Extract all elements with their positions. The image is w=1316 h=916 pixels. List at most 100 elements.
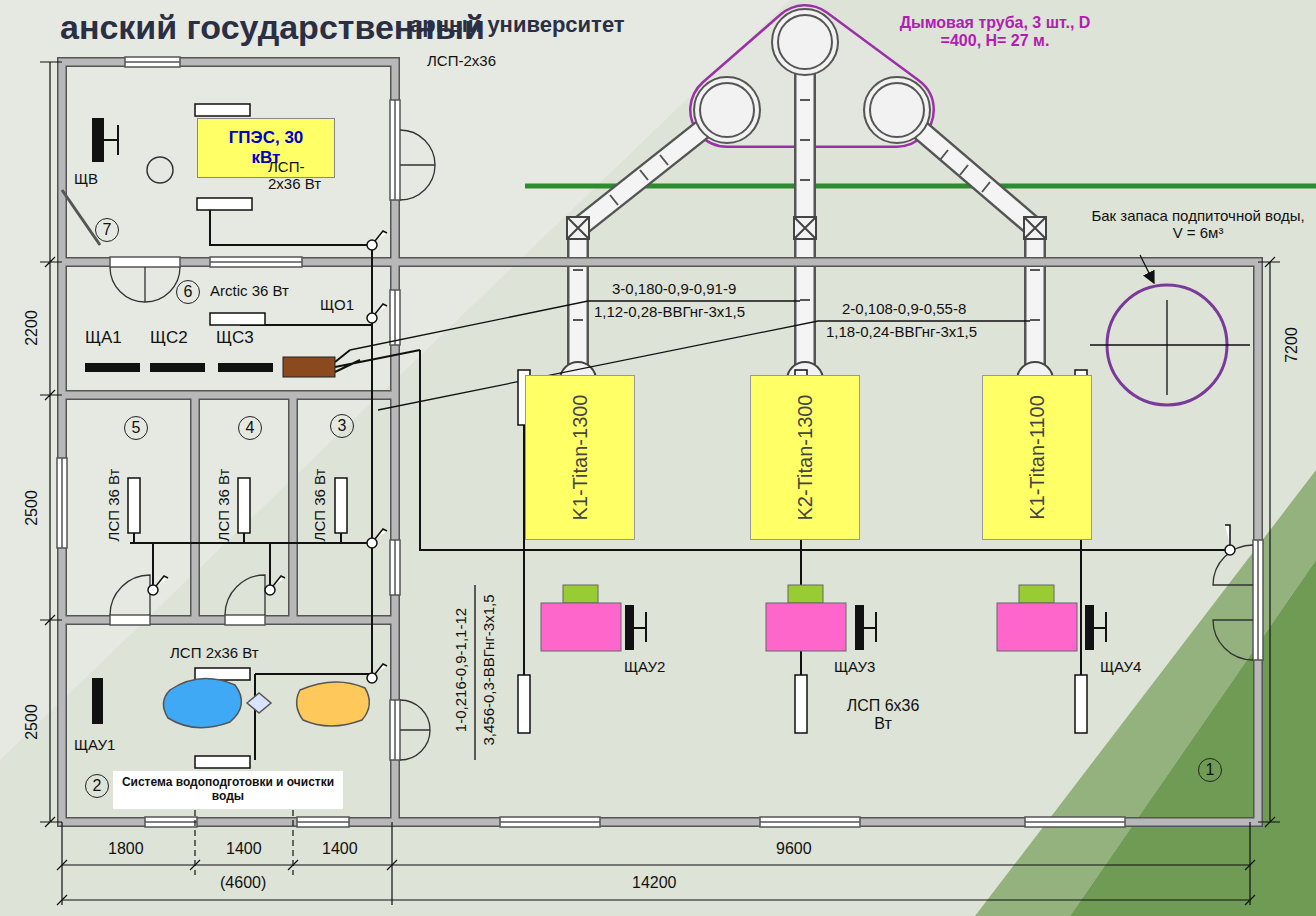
lamp <box>795 675 807 733</box>
callout-number: 6 <box>176 280 200 304</box>
switch-symbol <box>375 664 387 674</box>
dimension-line <box>40 62 1280 905</box>
switchboard <box>147 157 173 183</box>
damper <box>567 217 589 239</box>
plan-label: ЩО1 <box>320 296 354 313</box>
plan-label: 1-0,216-0,9-1,1-12 <box>452 608 469 732</box>
dimension-label: (4600) <box>220 874 266 892</box>
callout-number: 4 <box>238 416 262 440</box>
switch-symbol <box>265 585 275 595</box>
plan-label: ЛСП 36 Вт <box>105 469 122 542</box>
boiler-box: K1-Titan-1100 <box>982 375 1092 540</box>
plan-label: 3-0,180-0,9-0,91-9 <box>612 280 736 297</box>
window <box>760 821 860 823</box>
door-swing <box>400 700 430 760</box>
callout-number: 6 <box>184 283 193 301</box>
dimension-label: 14200 <box>632 874 677 892</box>
switch-symbol <box>367 538 377 548</box>
window <box>297 817 349 827</box>
switch-symbol <box>375 529 387 539</box>
chimney-pipe <box>694 9 930 143</box>
window <box>394 700 396 760</box>
dimension-label: 7200 <box>1283 327 1301 363</box>
switchboard <box>855 605 864 650</box>
node-text: Бак запаса подпиточной воды, V = 6м³ <box>1088 207 1308 242</box>
plan-label: ЩАУ4 <box>1100 658 1141 675</box>
node-text: K2-Titan-1300 <box>794 395 817 521</box>
plan-label: ЛСП 36 Вт <box>215 469 232 542</box>
window <box>210 257 302 267</box>
callout-number: 3 <box>338 417 347 435</box>
switchboard <box>1085 605 1094 650</box>
window <box>500 821 600 823</box>
window <box>390 700 400 760</box>
window <box>390 290 400 345</box>
lamp <box>195 104 250 116</box>
window <box>125 57 180 67</box>
door-swing <box>110 575 265 615</box>
switch-symbol <box>367 313 377 323</box>
window <box>394 290 396 345</box>
dimension-line <box>1258 257 1280 827</box>
window <box>125 61 180 63</box>
flue-duct <box>573 42 1040 378</box>
window <box>145 821 197 823</box>
damper <box>1024 217 1046 239</box>
plan-label: ЩАУ3 <box>834 658 875 675</box>
switchboard <box>92 678 103 724</box>
callout-number: 7 <box>95 218 119 242</box>
window <box>390 540 400 595</box>
switchboard <box>92 118 104 162</box>
plan-label: ЩС2 <box>150 328 188 348</box>
water-treatment-unit <box>163 679 241 728</box>
plan-label: 1,18-0,24-ВВГнг-3х1,5 <box>826 323 977 340</box>
callout-number: 1 <box>1206 761 1215 779</box>
door-swing <box>110 130 1253 760</box>
dimension-label: 1400 <box>322 840 358 858</box>
window <box>225 615 265 625</box>
plan-label: ЩАУ1 <box>74 736 115 753</box>
damper <box>1024 217 1046 239</box>
lamp <box>518 675 530 733</box>
window <box>57 57 1263 827</box>
switch-symbol <box>148 585 158 595</box>
callout-number: 5 <box>124 416 148 440</box>
window <box>297 821 349 823</box>
switch-symbol <box>148 231 1235 683</box>
dimension-label: 2500 <box>23 490 41 526</box>
background <box>1070 560 1316 916</box>
wall <box>62 62 1258 822</box>
damper <box>794 217 816 239</box>
dimension-line <box>62 822 1250 905</box>
door-swing <box>1213 545 1253 660</box>
switchboard <box>634 612 646 642</box>
watermark: арный университет <box>410 12 625 37</box>
cable-callout <box>350 301 800 350</box>
dimension-label: 1800 <box>108 840 144 858</box>
switchboard <box>625 605 634 650</box>
window <box>1025 817 1125 827</box>
cable-callout <box>350 301 1030 760</box>
chimney-pipe <box>700 83 754 137</box>
callout-number: 2 <box>93 777 102 795</box>
lamp <box>128 104 1087 768</box>
switchboard <box>864 612 876 642</box>
plan-label: ЛСП 36 Вт <box>311 469 328 542</box>
lamp <box>128 478 140 533</box>
switchboard <box>62 190 100 245</box>
generator-box: ГПЭС, 30 кВт <box>197 118 335 178</box>
boiler-burner <box>1019 585 1054 603</box>
switchboard <box>104 125 118 155</box>
switch-symbol <box>273 576 285 586</box>
switchboard <box>62 118 1106 724</box>
boiler-burner <box>788 585 823 603</box>
switchboard <box>150 363 205 372</box>
dimension-label: 9600 <box>776 840 812 858</box>
window <box>500 817 600 827</box>
window <box>390 100 400 200</box>
window <box>1257 540 1259 660</box>
switch-symbol <box>367 240 377 250</box>
node-text: Система водоподготовки и очистки воды <box>113 776 343 804</box>
